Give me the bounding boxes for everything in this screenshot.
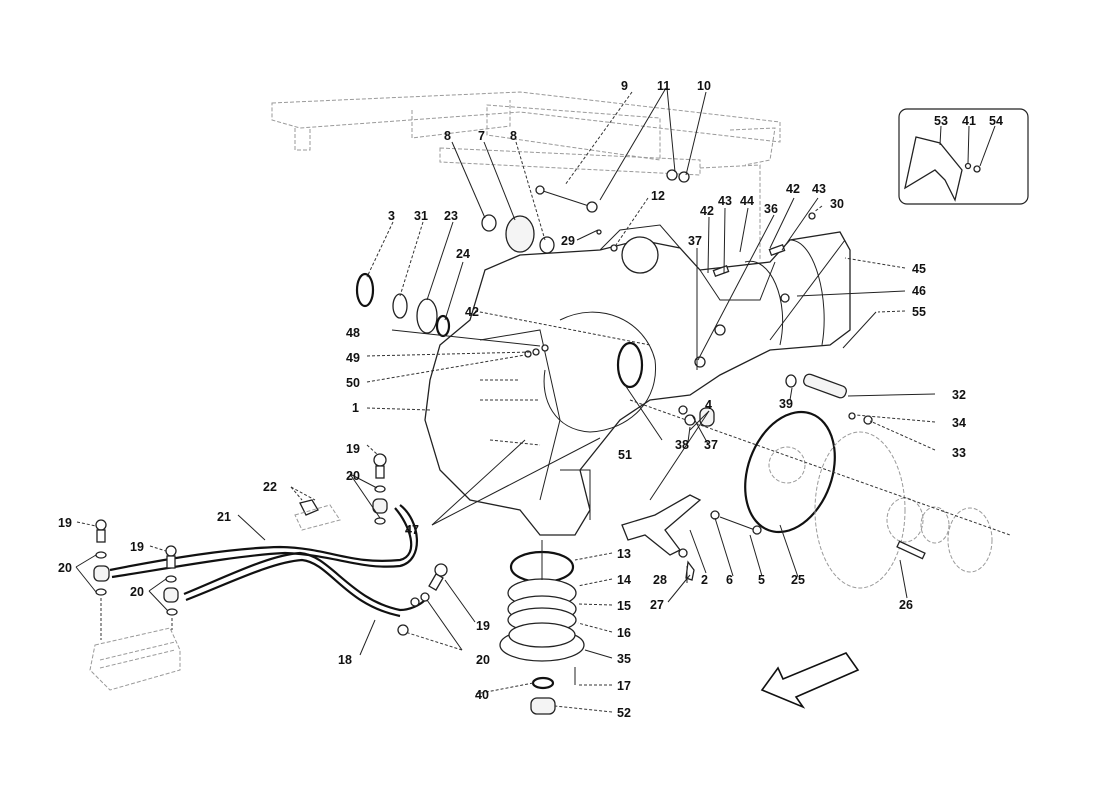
callout-12: 12 [651, 189, 665, 203]
callout-14: 14 [617, 573, 631, 587]
oil-cooler [89, 598, 181, 691]
callout-25: 25 [791, 573, 805, 587]
front-direction-arrow [760, 652, 860, 709]
callout-7: 7 [478, 129, 485, 143]
callout-8: 8 [444, 129, 451, 143]
shaft-parts [678, 373, 873, 427]
callout-51: 51 [618, 448, 632, 462]
callout-50: 50 [346, 376, 360, 390]
callout-38: 38 [675, 438, 689, 452]
callout-43: 43 [812, 182, 826, 196]
callout-19: 19 [476, 619, 490, 633]
callout-33: 33 [952, 446, 966, 460]
callout-5: 5 [758, 573, 765, 587]
callout-16: 16 [617, 626, 631, 640]
callout-1: 1 [352, 401, 359, 415]
callout-10: 10 [697, 79, 711, 93]
leader-lines [75, 87, 996, 713]
callout-40: 40 [475, 688, 489, 702]
inset-detail [898, 108, 1029, 205]
callout-4: 4 [705, 398, 712, 412]
callout-20: 20 [476, 653, 490, 667]
inset-callout-41: 41 [962, 114, 976, 128]
gasket-ring-25 [744, 410, 836, 534]
callout-18: 18 [338, 653, 352, 667]
callout-15: 15 [617, 599, 631, 613]
callout-8: 8 [510, 129, 517, 143]
shift-linkage [621, 494, 762, 581]
callout-24: 24 [456, 247, 470, 261]
callout-20: 20 [346, 469, 360, 483]
callout-labels: 9 11 10 8 7 8 3 31 23 24 12 29 37 42 43 … [58, 79, 1003, 720]
callout-17: 17 [617, 679, 631, 693]
callout-37: 37 [688, 234, 702, 248]
callout-55: 55 [912, 305, 926, 319]
callout-36: 36 [764, 202, 778, 216]
callout-22: 22 [263, 480, 277, 494]
callout-42: 42 [465, 305, 479, 319]
oil-pipes [109, 504, 426, 618]
bearing-parts [355, 272, 451, 338]
callout-45: 45 [912, 262, 926, 276]
callout-46: 46 [912, 284, 926, 298]
callout-23: 23 [444, 209, 458, 223]
filter-assembly [499, 540, 585, 715]
callout-47: 47 [405, 523, 419, 537]
callout-13: 13 [617, 547, 631, 561]
callout-39: 39 [779, 397, 793, 411]
callout-20: 20 [58, 561, 72, 575]
callout-34: 34 [952, 416, 966, 430]
callout-27: 27 [650, 598, 664, 612]
ghost-subframe [271, 91, 781, 260]
callout-20: 20 [130, 585, 144, 599]
callout-48: 48 [346, 326, 360, 340]
callout-21: 21 [217, 510, 231, 524]
callout-6: 6 [726, 573, 733, 587]
callout-35: 35 [617, 652, 631, 666]
callout-19: 19 [130, 540, 144, 554]
callout-31: 31 [414, 209, 428, 223]
callout-52: 52 [617, 706, 631, 720]
callout-42: 42 [700, 204, 714, 218]
bushing-parts [481, 169, 690, 254]
callout-49: 49 [346, 351, 360, 365]
callout-30: 30 [830, 197, 844, 211]
callout-9: 9 [621, 79, 628, 93]
inset-callout-53: 53 [934, 114, 948, 128]
inset-callout-54: 54 [989, 114, 1003, 128]
callout-29: 29 [561, 234, 575, 248]
callout-2: 2 [701, 573, 708, 587]
callout-3: 3 [388, 209, 395, 223]
callout-11: 11 [657, 79, 670, 93]
callout-42: 42 [786, 182, 800, 196]
callout-44: 44 [740, 194, 754, 208]
callout-37: 37 [704, 438, 718, 452]
callout-19: 19 [58, 516, 72, 530]
callout-26: 26 [899, 598, 913, 612]
callout-32: 32 [952, 388, 966, 402]
seal-ring-51 [616, 341, 644, 389]
callout-28: 28 [653, 573, 667, 587]
callout-19: 19 [346, 442, 360, 456]
callout-43: 43 [718, 194, 732, 208]
